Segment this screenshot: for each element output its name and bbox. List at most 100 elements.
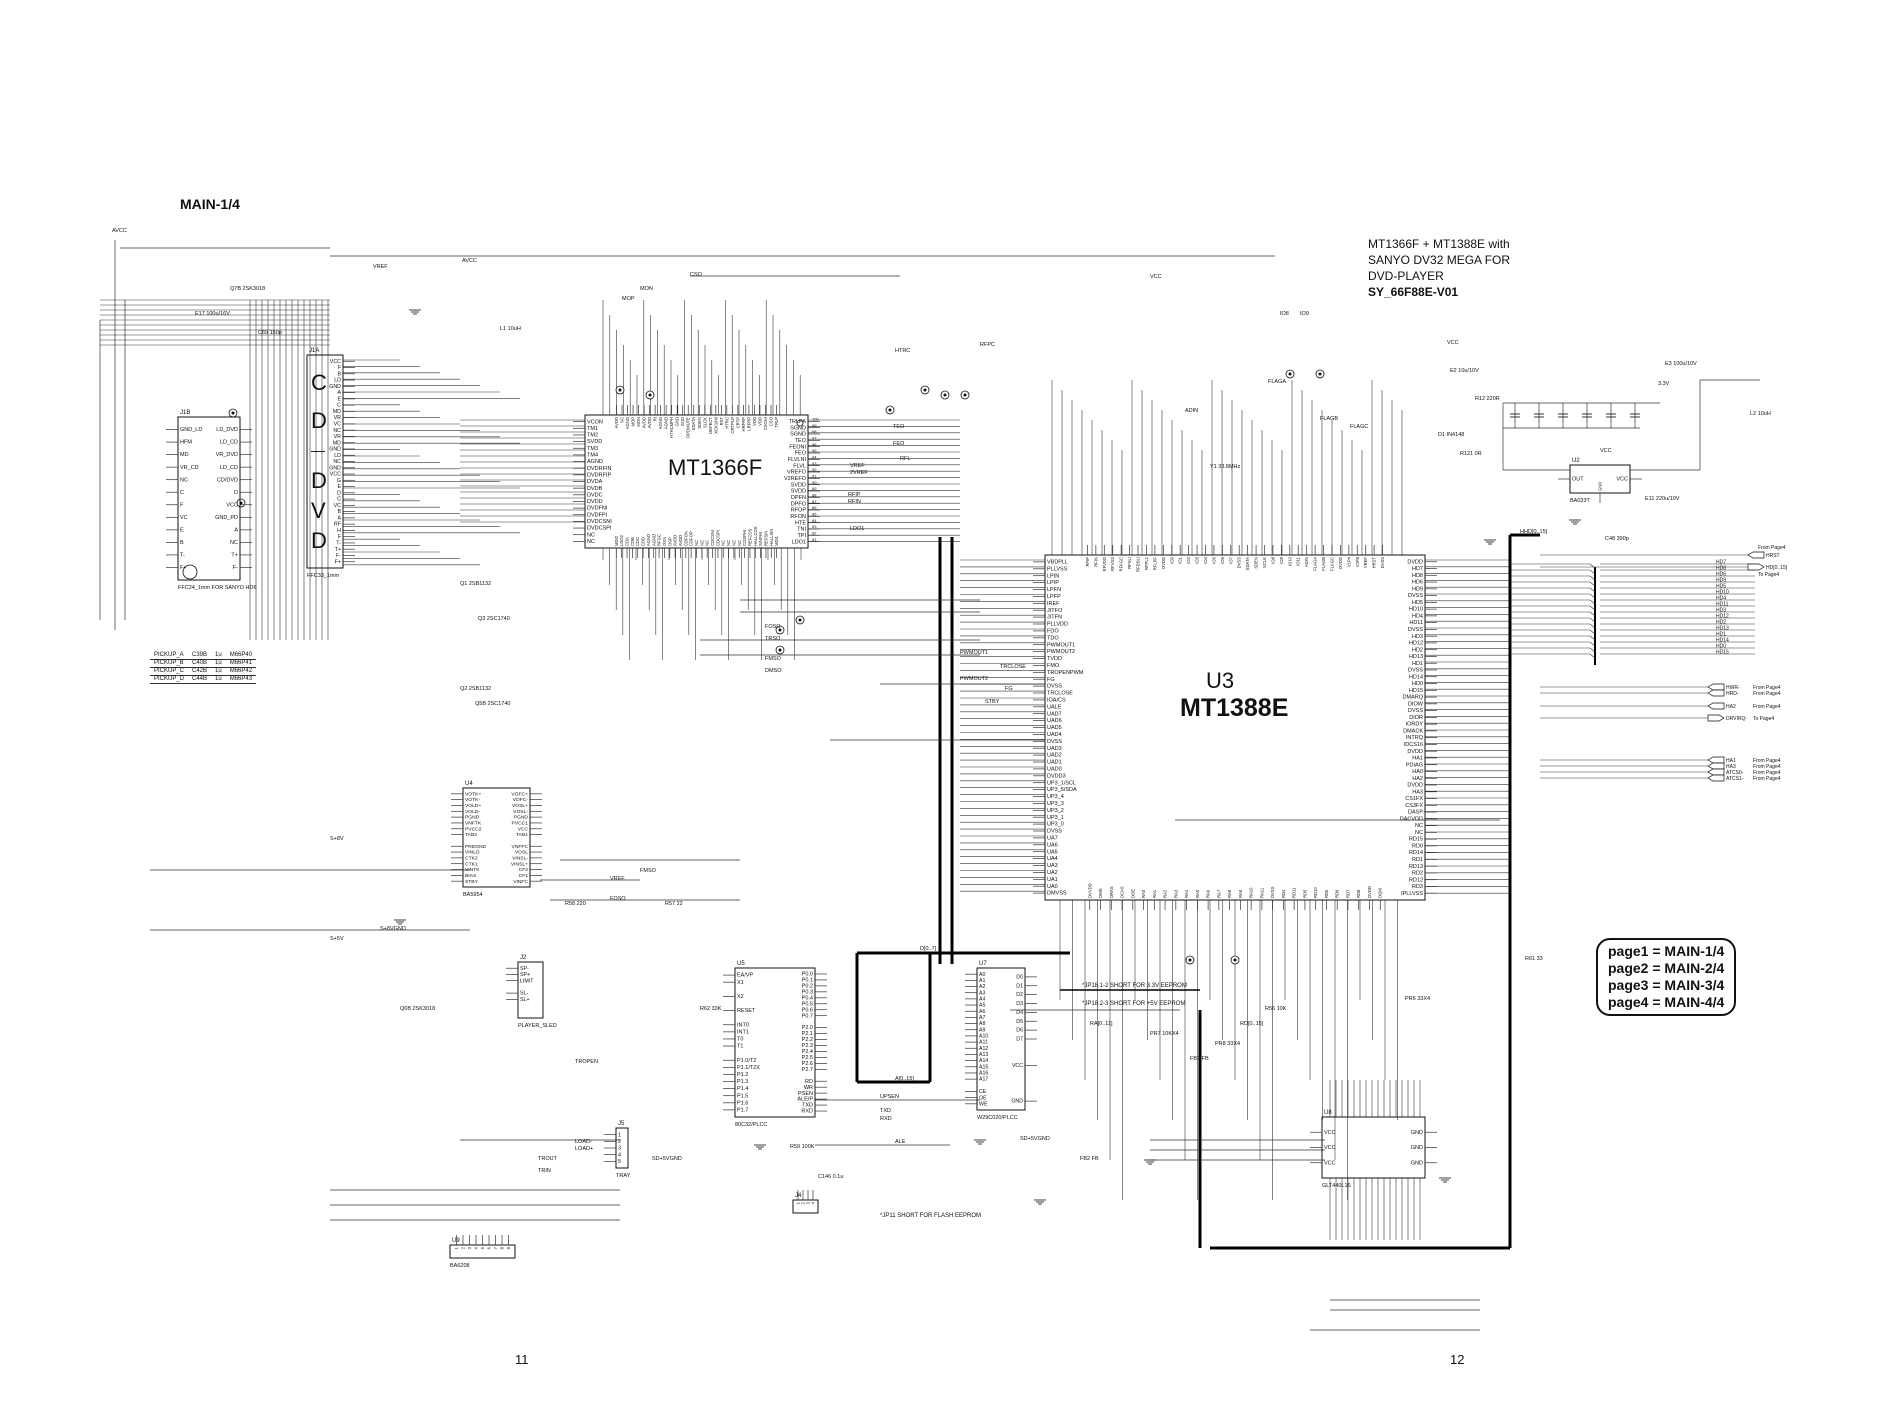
pin-label: A16 (979, 1071, 988, 1077)
pin-label: SDATA (1245, 557, 1250, 571)
pin-label: VNFTK (465, 821, 482, 827)
pin-label: VREF (1363, 557, 1368, 569)
pin-number: 88 (812, 493, 817, 498)
pin-label: A (337, 390, 341, 396)
pin-label: VINLD (465, 850, 480, 856)
pin-label: HD13 (1409, 654, 1423, 660)
pin-label: DVSS (1408, 668, 1423, 674)
net-label: TEO (893, 424, 905, 430)
j1a-letter: V (311, 498, 326, 523)
pin-label: HD8 (1412, 573, 1423, 579)
pin-label: RFPLL (1144, 556, 1149, 570)
pin-label: DVDD (1338, 557, 1343, 569)
pin-label: RD12 (1409, 877, 1423, 883)
mt1366f-chip-label: MT1366F (668, 455, 763, 480)
pin-label: TAB1 (516, 832, 528, 838)
test-point-dot (963, 393, 967, 397)
pin-label: UA1 (1047, 877, 1058, 883)
pin-label: RFON (790, 514, 806, 520)
pin-label: DVDFPI (587, 512, 608, 518)
cell: M66P40 (225, 652, 257, 660)
pin-label: UAD3 (1047, 746, 1062, 752)
net-label: FEO (893, 441, 905, 447)
pin-label: CDB (630, 537, 635, 546)
pin-label: HD0 (1412, 681, 1423, 687)
cell: M66P41 (225, 659, 257, 668)
pin-label: VDD (752, 417, 757, 426)
pin-label: HD3 (1412, 634, 1423, 640)
cell: PICKUP_D (150, 675, 189, 684)
pin-label: F (338, 365, 342, 371)
pin-label: VOLD- (465, 809, 480, 815)
net-label: PR7 10KX4 (1150, 1031, 1179, 1037)
pin-label: DVDCSNI (587, 519, 612, 525)
net-label: Q3 2SC1740 (478, 616, 510, 622)
net-label: TRIN (538, 1168, 551, 1174)
cell: C40B (188, 659, 212, 668)
net-label: FLAGB (1320, 416, 1338, 422)
pin-label: SP+ (520, 972, 530, 978)
pin-label: HD1 (1412, 661, 1423, 667)
pin-label: REFSIN (763, 531, 768, 546)
pin-label: TM4 (587, 453, 598, 459)
pin-label: UAD1 (1047, 760, 1062, 766)
pin-label: DVSS (1380, 557, 1385, 569)
chip-ref: U4 (465, 781, 473, 787)
pin-label: SCLK (1262, 557, 1267, 568)
test-point-dot (923, 388, 927, 392)
pin-label: VOSL (515, 850, 528, 856)
wire (1589, 605, 1596, 611)
test-point-dot (778, 628, 782, 632)
net-label: AVCC (462, 258, 477, 264)
offpage-note: From Page4 (1753, 764, 1781, 770)
pin-label: NC (180, 477, 188, 483)
pin-label: IPLLVSS (1401, 891, 1423, 897)
pin-label: T0 (737, 1037, 743, 1043)
pin-label: HD4 (1412, 613, 1423, 619)
pin-label: VREFO (787, 470, 807, 476)
offpage-note: To Page4 (1753, 716, 1774, 722)
pin-label: GND_LD (180, 427, 202, 433)
pin-label: RI (653, 417, 658, 421)
j1a-letter: D (311, 408, 327, 433)
offpage-arrow-icon (1707, 762, 1725, 770)
net-label: VREF (850, 463, 865, 469)
offpage-net-label: ATCS1- (1726, 776, 1744, 782)
pin-label: P0.0 (802, 972, 813, 978)
u3-part-label: MT1388E (1180, 694, 1289, 722)
pin-label: HD11 (1409, 620, 1423, 626)
pin-label: RA6 (1206, 889, 1211, 898)
pin-label: P1.5 (737, 1093, 748, 1099)
pin-label: AGND (651, 534, 656, 546)
pin-number: 82 (812, 531, 817, 536)
pin-label: TRCLOSE (1047, 691, 1073, 697)
pin-label: UAD7 (1047, 711, 1062, 717)
net-label: R61 33 (1525, 956, 1543, 962)
pin-label: UAD5 (1047, 725, 1062, 731)
pin-label: A9 (979, 1027, 985, 1033)
pin-label: 5 (480, 1246, 485, 1249)
pin-label: IO4 (1203, 556, 1208, 563)
pin-label: A12 (979, 1046, 988, 1052)
pin-label: 1 (618, 1132, 621, 1138)
j1a-letter: C (311, 370, 327, 395)
pin-label: NC (620, 417, 625, 423)
test-point-dot (231, 411, 235, 415)
pin-label: RD2 (1412, 871, 1423, 877)
pin-label: UA5 (1047, 849, 1058, 855)
net-label: TXD (880, 1108, 891, 1114)
pin-label: DVDD (1367, 886, 1372, 898)
pin-label: DWE (1098, 888, 1103, 898)
pin-label: VNFFC (512, 844, 529, 850)
pin-label: V2REFO (784, 476, 807, 482)
pin-label: LDO2 (619, 534, 624, 546)
hd-bus-label: HD8 (1716, 566, 1726, 572)
pin-label: FMO (1047, 663, 1060, 669)
chip-body (517, 961, 544, 1019)
pin-label: B (337, 371, 341, 377)
pin-number: 90 (812, 480, 817, 485)
pin-label: CDCSPI (715, 530, 720, 546)
net-label: ADIN (1185, 408, 1198, 414)
chip-j4: 1234J4 (792, 1193, 819, 1214)
